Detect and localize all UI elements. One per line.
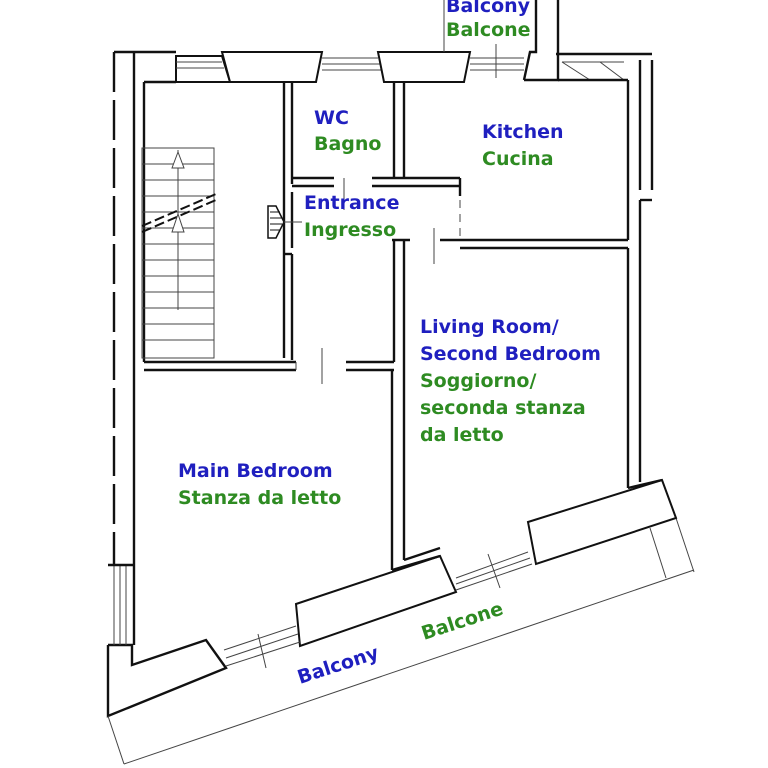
interior-walls <box>144 82 462 570</box>
living-label-it-1: Soggiorno/ <box>420 370 536 392</box>
kitchen-label-en: Kitchen <box>482 121 564 143</box>
entrance-arrow-icon <box>267 205 302 239</box>
living-label-en-2: Second Bedroom <box>420 343 601 365</box>
kitchen-label-it: Cucina <box>482 148 554 170</box>
living-label-it-2: seconda stanza <box>420 397 586 419</box>
stairs-up-arrow-icon <box>171 150 185 169</box>
living-label-en-1: Living Room/ <box>420 316 559 338</box>
main-bedroom-label-en: Main Bedroom <box>178 460 333 482</box>
staircase <box>141 147 217 359</box>
main-bedroom-label-it: Stanza da letto <box>178 487 341 509</box>
balcony-top-label-it: Balcone <box>446 19 531 41</box>
balcony-top-label-en: Balcony <box>446 0 531 17</box>
balcony-bottom-label-it: Balcone <box>419 598 506 645</box>
stairs-up-arrow-icon <box>171 212 185 233</box>
entrance-label-it: Ingresso <box>304 219 396 241</box>
balcony-bottom-label-en: Balcony <box>295 642 382 689</box>
outer-walls <box>106 50 695 765</box>
bottom-wall <box>223 478 678 669</box>
wc-label-en: WC <box>314 107 349 129</box>
wc-label-it: Bagno <box>314 133 381 155</box>
top-windows <box>175 0 560 83</box>
living-label-it-3: da letto <box>420 424 504 446</box>
entrance-label-en: Entrance <box>304 192 399 214</box>
